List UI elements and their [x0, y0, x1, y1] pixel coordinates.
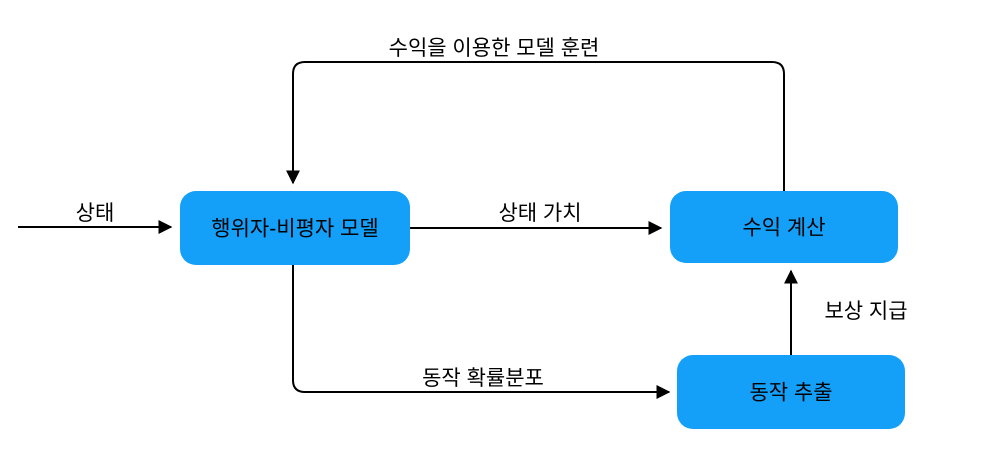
edge-reward-label: 보상 지급: [824, 300, 907, 323]
node-action-sampling: [677, 355, 905, 429]
node-return-calc-label: 수익 계산: [742, 217, 825, 240]
node-shapes: [180, 191, 905, 429]
edge-labels: 상태 상태 가치 수익을 이용한 모델 훈련 동작 확률분포 보상 지급: [76, 37, 908, 390]
node-actor-critic-label: 행위자-비평자 모델: [211, 218, 378, 241]
edge-action-prob-label: 동작 확률분포: [422, 367, 544, 390]
node-labels: 행위자-비평자 모델 수익 계산 동작 추출: [211, 217, 832, 405]
edge-state-value-label: 상태 가치: [498, 202, 581, 225]
edge-lines: [18, 61, 798, 399]
edge-model-training: [286, 61, 785, 191]
node-action-sampling-label: 동작 추출: [749, 382, 832, 405]
node-actor-critic: [180, 191, 410, 265]
node-return-calc: [670, 191, 898, 263]
edge-action-prob: [292, 265, 671, 399]
edge-model-training-label: 수익을 이용한 모델 훈련: [389, 37, 600, 60]
edge-state-input-label: 상태: [76, 202, 115, 225]
